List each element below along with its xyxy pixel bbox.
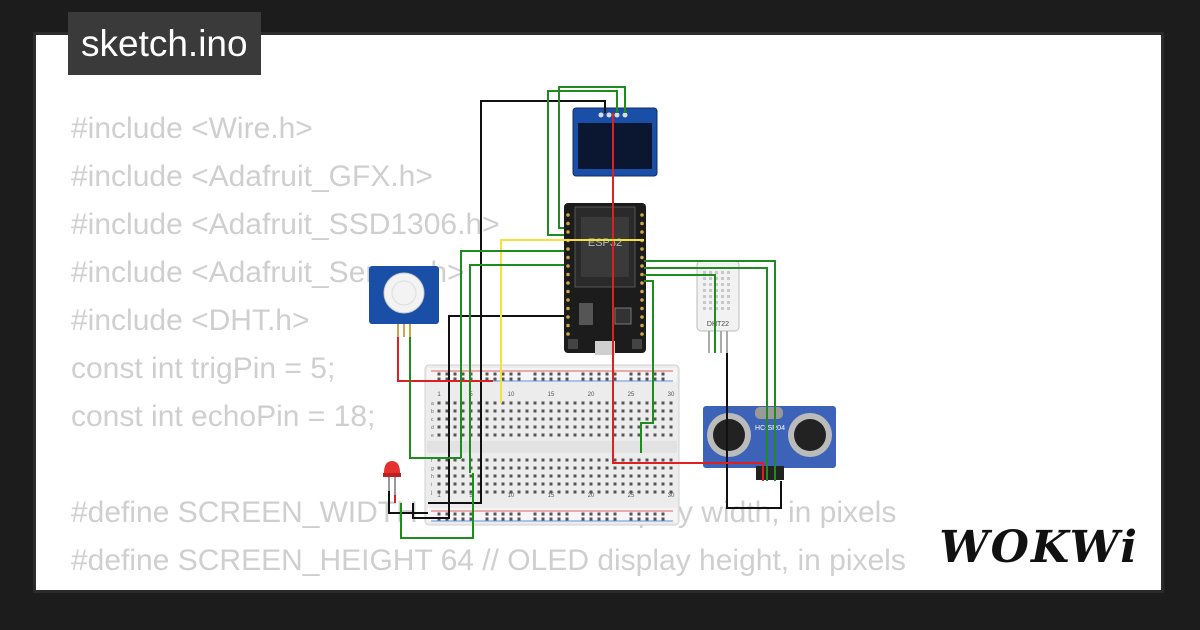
- file-tab-label: sketch.ino: [81, 23, 248, 64]
- esp32-label: ESP32: [588, 237, 622, 249]
- wire-green-dht: [644, 274, 716, 353]
- wires: [388, 86, 782, 539]
- hcsr04-label: HC-SR04: [755, 425, 785, 432]
- wire-red-vcc: [612, 113, 764, 481]
- breadboard-bottom-col-label: 5: [469, 493, 473, 499]
- wire-green-bb: [640, 280, 654, 453]
- breadboard-bottom-col-label: 20: [588, 493, 595, 499]
- oled-display: [572, 107, 658, 177]
- wire-green-scl: [558, 86, 626, 229]
- wire-green-led-gnd: [400, 473, 474, 539]
- breadboard-bottom-col-label: 1: [437, 493, 441, 499]
- breadboard-row-label: c: [431, 417, 434, 423]
- breadboard-bottom-col-label: 30: [668, 493, 675, 499]
- breadboard-top-col-label: 15: [548, 392, 555, 398]
- breadboard-row-label: b: [431, 409, 434, 415]
- preview-card: #include <Wire.h> #include <Adafruit_GFX.…: [33, 32, 1164, 593]
- breadboard-top-col-label: 10: [508, 392, 515, 398]
- wire-green-sda: [547, 90, 618, 236]
- wire-green-pir-out: [409, 337, 461, 459]
- breadboard-row-label: i: [431, 482, 432, 488]
- pir-sensor: [369, 266, 439, 337]
- breadboard-row-label: d: [431, 425, 434, 431]
- red-led: [383, 461, 401, 495]
- breadboard-row-label: g: [431, 466, 434, 472]
- wire-black-led: [388, 491, 428, 514]
- code-line: const int echoPin = 18;: [71, 400, 376, 433]
- breadboard-row-label: j: [430, 490, 432, 496]
- wokwi-logo: WOKWi: [935, 524, 1143, 572]
- wire-green-trig: [644, 260, 776, 481]
- wire-yellow: [500, 239, 644, 403]
- breadboard-top-col-label: 30: [668, 392, 675, 398]
- code-line: #include <Adafruit_SSD1306.h>: [71, 208, 500, 241]
- code-line: #include <Wire.h>: [71, 112, 313, 145]
- dht22-label: DHT22: [707, 321, 729, 328]
- code-line: #include <DHT.h>: [71, 304, 310, 337]
- breadboard-row-label: a: [431, 401, 434, 407]
- esp32-board: ESP32: [564, 203, 646, 355]
- code-line: #include <Adafruit_GFX.h>: [71, 160, 433, 193]
- wire-green-led: [469, 264, 564, 473]
- code-line: #define SCREEN_HEIGHT 64 // OLED display…: [71, 544, 906, 577]
- code-background: #include <Wire.h> #include <Adafruit_GFX.…: [71, 105, 906, 590]
- breadboard-top-col-label: 20: [588, 392, 595, 398]
- ultrasonic-sensor: HC-SR04: [703, 406, 836, 480]
- breadboard-row-label: h: [431, 474, 434, 480]
- breadboard-bottom-col-label: 10: [508, 493, 515, 499]
- breadboard-top-col-label: 25: [628, 392, 635, 398]
- breadboard-top-col-label: 5: [469, 392, 473, 398]
- wire-black-oled-gnd: [428, 100, 606, 504]
- wire-green-pir: [460, 250, 564, 458]
- breadboard-top-col-label: 1: [437, 392, 441, 398]
- esp32-pins: [566, 213, 644, 336]
- breadboard-bottom-col-label: 15: [548, 493, 555, 499]
- code-line: const int trigPin = 5;: [71, 352, 336, 385]
- breadboard-bottom-col-label: 25: [628, 493, 635, 499]
- breadboard-row-label: e: [431, 433, 434, 439]
- file-tab[interactable]: sketch.ino: [68, 12, 261, 75]
- wire-black-hcsr: [726, 353, 782, 509]
- breadboard-row-label: f: [431, 458, 433, 464]
- wire-green-echo: [644, 267, 768, 481]
